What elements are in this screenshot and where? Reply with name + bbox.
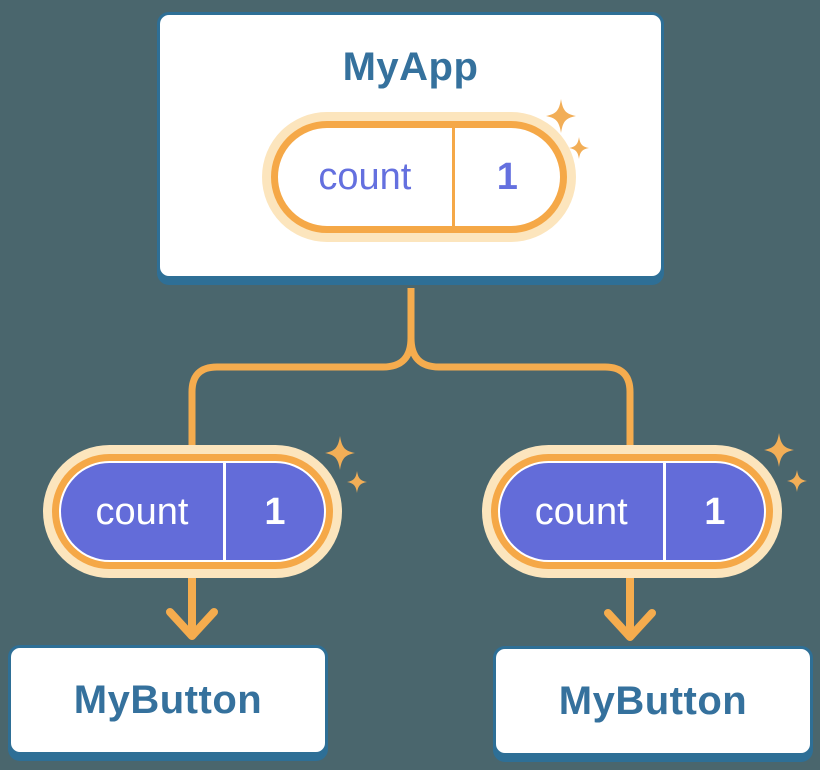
state-pill-root: count 1 — [271, 121, 567, 233]
mybutton-title: MyButton — [558, 678, 748, 723]
state-name-label: count — [95, 490, 189, 533]
state-pill-left: count 1 — [52, 454, 333, 569]
sparkle-icon — [787, 470, 807, 492]
state-name-label: count — [534, 490, 628, 533]
mybutton-card-right: MyButton — [493, 646, 813, 756]
state-name-label: count — [318, 156, 412, 198]
mybutton-card-left: MyButton — [8, 645, 328, 755]
sparkle-icon — [764, 433, 794, 467]
arrow-left-head-icon — [166, 608, 218, 640]
myapp-title: MyApp — [342, 45, 479, 89]
sparkle-icon — [347, 471, 367, 493]
branch-right-line — [407, 288, 634, 480]
state-value-label: 1 — [662, 463, 764, 560]
state-value-label: 1 — [451, 128, 560, 226]
sparkle-icon — [325, 436, 355, 470]
arrow-right-head-icon — [604, 609, 656, 641]
state-pill-left-core: count 1 — [61, 463, 324, 560]
mybutton-title: MyButton — [73, 677, 263, 722]
state-value-label: 1 — [222, 463, 324, 560]
state-pill-right: count 1 — [491, 454, 773, 569]
state-pill-right-core: count 1 — [500, 463, 764, 560]
branch-left-line — [188, 288, 415, 480]
